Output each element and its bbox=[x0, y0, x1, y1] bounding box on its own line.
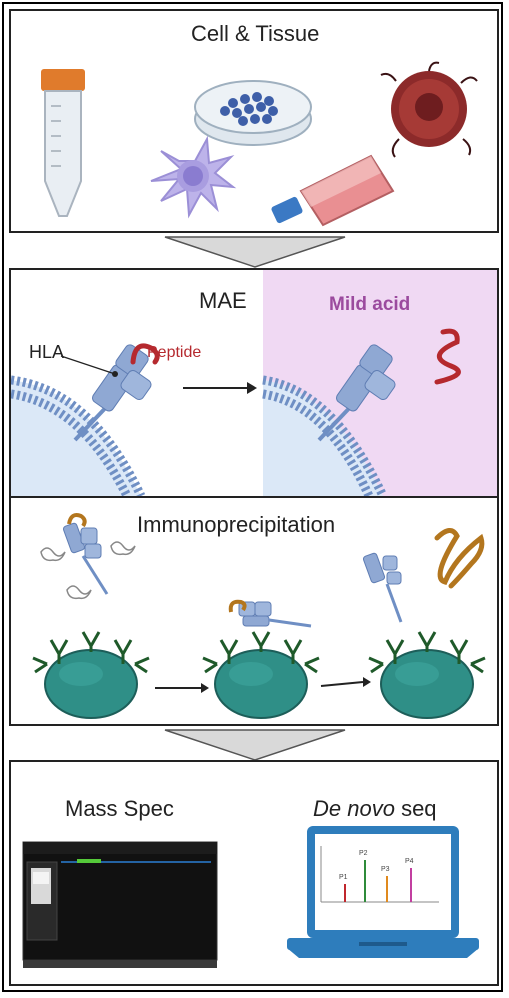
immunoprecipitation-title: Immunoprecipitation bbox=[137, 512, 336, 537]
denovo-seq-text: seq bbox=[394, 796, 437, 821]
mass-spec-title: Mass Spec bbox=[65, 796, 174, 821]
culture-flask-icon bbox=[271, 154, 395, 227]
hla-label: HLA bbox=[29, 342, 65, 362]
mass-spec-panel: Mass Spec De novo seq bbox=[9, 760, 499, 986]
petri-dish-icon bbox=[194, 80, 312, 146]
immunoprecipitation-illustration bbox=[32, 513, 486, 719]
cell-tissue-title: Cell & Tissue bbox=[191, 21, 320, 46]
hla-peptide-complex-icon bbox=[62, 513, 109, 595]
mild-acid-label: Mild acid bbox=[329, 294, 411, 315]
tumor-tissue-icon bbox=[380, 61, 478, 158]
figure-frame bbox=[2, 2, 503, 992]
centrifuge-tube-icon bbox=[41, 69, 85, 217]
protein-debris-icon bbox=[40, 541, 136, 600]
empty-hla-molecule-icon bbox=[317, 344, 396, 442]
cell-tissue-panel: Cell & Tissue bbox=[9, 9, 499, 233]
peak-label-p4: P4 bbox=[405, 858, 414, 865]
arrow-icon bbox=[183, 382, 257, 394]
eluted-hla-icon bbox=[362, 552, 403, 623]
mae-title: MAE bbox=[199, 288, 247, 313]
peak-label-p3: P3 bbox=[381, 866, 390, 873]
bound-hla-complex-icon bbox=[228, 599, 312, 628]
dendritic-cell-icon bbox=[150, 135, 237, 219]
arrow-icon-1 bbox=[155, 683, 209, 693]
peptide-icon bbox=[130, 343, 160, 365]
cell-tissue-illustrations bbox=[41, 61, 478, 227]
bead-2-icon bbox=[214, 649, 308, 719]
spectrum-chart-icon bbox=[320, 846, 439, 903]
peptide-label: Peptide bbox=[147, 344, 202, 361]
denovo-italic-text: De novo bbox=[313, 796, 395, 821]
arrow-icon-2 bbox=[320, 677, 371, 687]
laptop-icon bbox=[287, 826, 479, 958]
mass-spec-illustration bbox=[22, 826, 479, 968]
antibody-icons bbox=[32, 631, 486, 674]
mae-illustration bbox=[11, 328, 461, 496]
peak-label-p1: P1 bbox=[339, 874, 348, 881]
mass-spectrometer-icon bbox=[22, 841, 218, 968]
immunoprecipitation-panel: Immunoprecipitation bbox=[9, 496, 499, 726]
denovo-seq-title: De novo seq bbox=[313, 796, 437, 822]
peak-label-p2: P2 bbox=[359, 850, 368, 857]
step-arrow-1 bbox=[164, 236, 346, 268]
mae-panel: MAE Mild acid HLA Peptide bbox=[9, 268, 499, 498]
bead-1-icon bbox=[44, 649, 138, 719]
step-arrow-2 bbox=[164, 729, 346, 761]
released-peptide-icon bbox=[434, 328, 461, 385]
bead-3-icon bbox=[380, 649, 474, 719]
eluted-peptide-icon bbox=[434, 528, 485, 589]
